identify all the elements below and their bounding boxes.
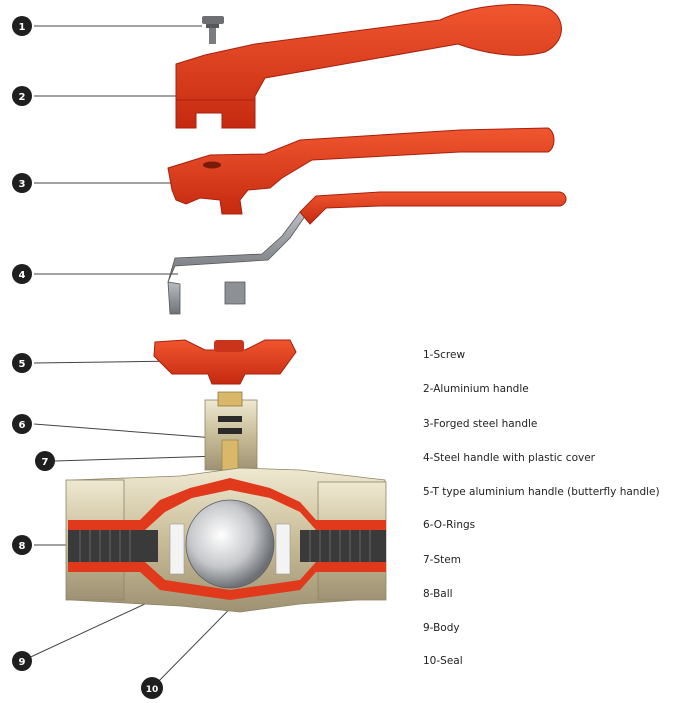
legend-item-aluminium-handle: 2-Aluminium handle (423, 383, 529, 395)
callout-7: 7 (35, 451, 55, 471)
callout-9: 9 (12, 651, 32, 671)
legend-item-t-type-handle: 5-T type aluminium handle (butterfly han… (423, 486, 660, 498)
svg-text:7: 7 (42, 457, 49, 468)
svg-text:4: 4 (19, 270, 26, 281)
svg-text:1: 1 (19, 22, 26, 33)
legend-item-forged-steel-handle: 3-Forged steel handle (423, 418, 538, 430)
callout-5: 5 (12, 353, 32, 373)
t-type-handle-part (153, 339, 297, 385)
legend-item-screw: 1-Screw (423, 349, 466, 361)
callout-8: 8 (12, 535, 32, 555)
legend-item-seal: 10-Seal (423, 655, 463, 667)
forged-steel-handle-part (167, 127, 555, 215)
callout-1: 1 (12, 16, 32, 36)
callout-3: 3 (12, 173, 32, 193)
svg-text:8: 8 (19, 541, 26, 552)
svg-text:2: 2 (19, 92, 26, 103)
svg-text:6: 6 (19, 420, 26, 431)
legend-item-stem: 7-Stem (423, 554, 461, 566)
callout-10: 10 (141, 677, 163, 699)
legend-item-body: 9-Body (423, 622, 460, 634)
callout-6: 6 (12, 414, 32, 434)
svg-text:3: 3 (19, 179, 26, 190)
svg-text:9: 9 (19, 657, 26, 668)
legend-item-steel-handle: 4-Steel handle with plastic cover (423, 452, 595, 464)
legend-item-ball: 8-Ball (423, 588, 453, 600)
svg-text:10: 10 (146, 685, 159, 695)
valve-body-part (65, 391, 387, 613)
svg-text:5: 5 (19, 359, 26, 370)
steel-handle-part (167, 191, 567, 315)
callout-markers: 1 2 3 4 5 6 7 8 9 10 (12, 16, 163, 699)
callout-2: 2 (12, 86, 32, 106)
legend-item-o-rings: 6-O-Rings (423, 519, 476, 531)
callout-4: 4 (12, 264, 32, 284)
screw-part (202, 16, 224, 44)
aluminium-handle-part (175, 4, 562, 129)
